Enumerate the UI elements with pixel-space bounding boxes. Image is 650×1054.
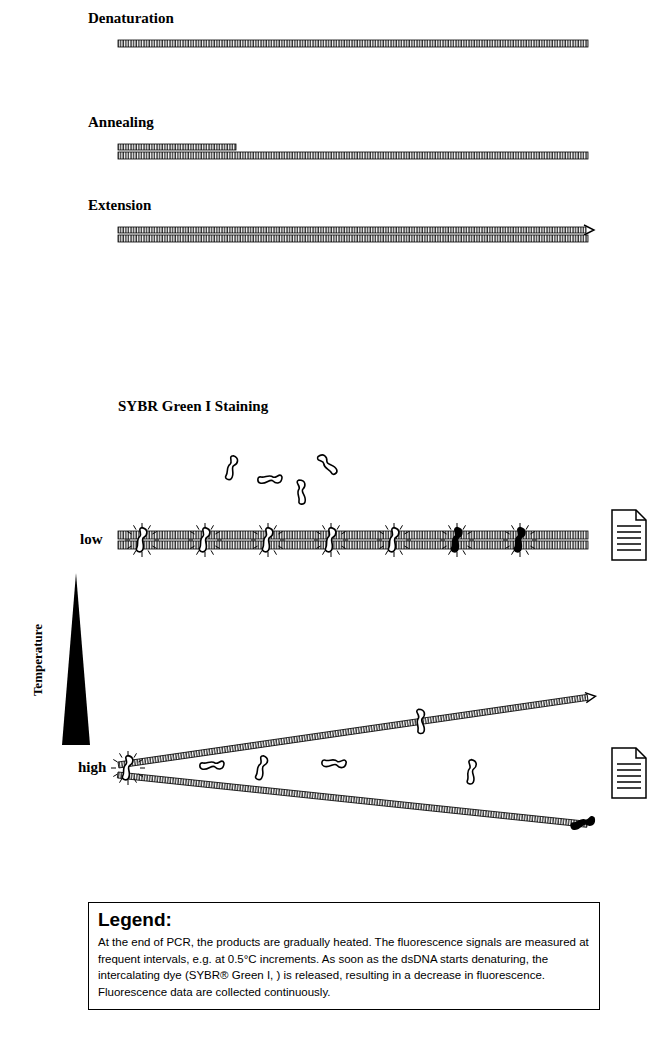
- section-heading: low: [80, 531, 103, 548]
- legend-body: At the end of PCR, the products are grad…: [98, 934, 590, 984]
- legend-body: Fluorescence data are collected continuo…: [98, 984, 590, 1001]
- axis-label: Temperature: [31, 624, 46, 696]
- legend-heading: Legend:: [98, 909, 590, 931]
- section-heading: high: [78, 759, 106, 776]
- document-icon: [612, 748, 646, 798]
- temperature-wedge: [62, 573, 90, 745]
- section-heading: Denaturation: [88, 10, 174, 27]
- dsdna-with-dye: [118, 523, 588, 557]
- document-icon: [612, 510, 646, 560]
- melting-dsdna: [111, 684, 597, 833]
- annealed-primer: [118, 144, 588, 159]
- extended-dsdna: [118, 225, 594, 242]
- section-heading: SYBR Green I Staining: [118, 398, 268, 415]
- legend-box: Legend: At the end of PCR, the products a…: [88, 902, 600, 1010]
- dna-strand: [118, 40, 588, 47]
- section-heading: Annealing: [88, 114, 154, 131]
- section-heading: Extension: [88, 197, 151, 214]
- free-dye: [223, 453, 338, 504]
